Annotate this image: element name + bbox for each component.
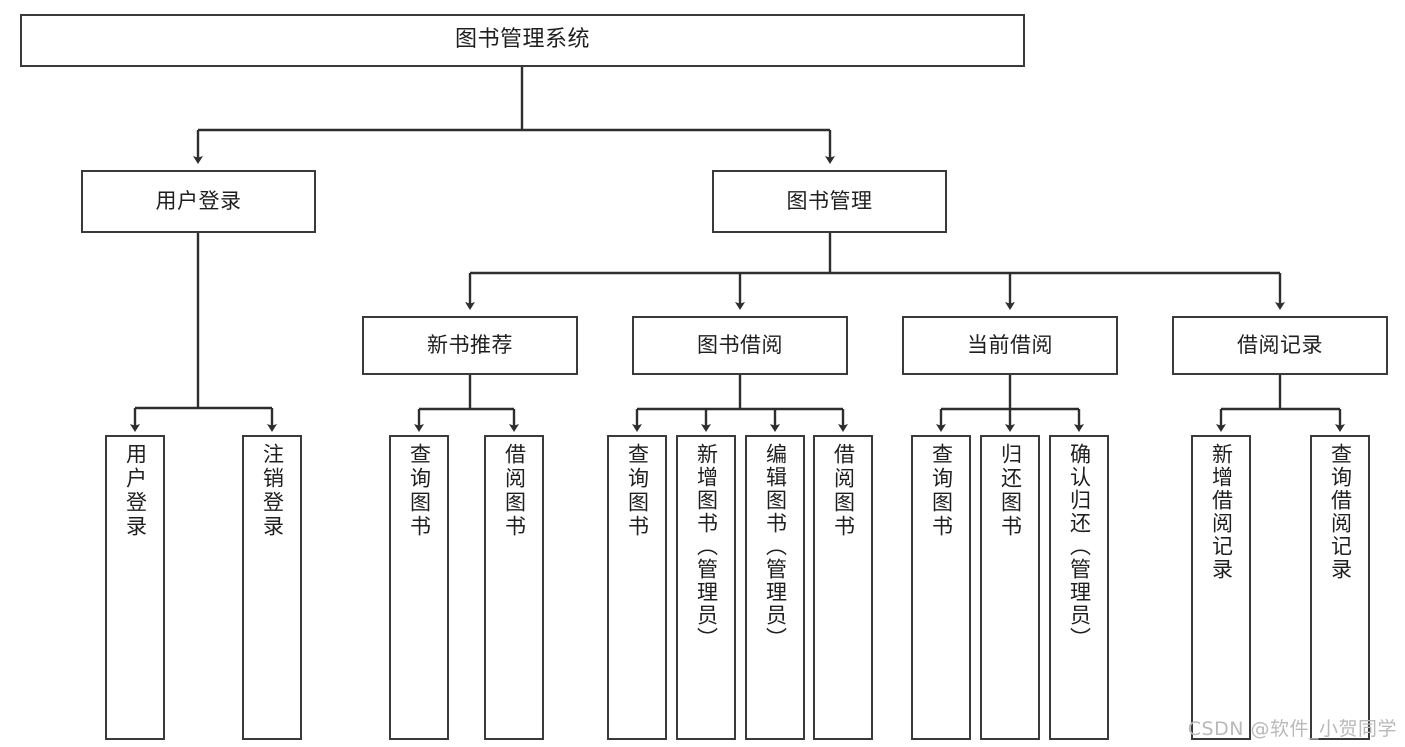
node-book-borrow[interactable]: 图书借阅 [632,316,848,375]
leaf-borrow-edit-book-admin[interactable]: 编辑图书（管理员） [745,435,805,740]
csdn-watermark: CSDN @软件_小贺同学 [1187,718,1397,740]
node-label: 图书借阅 [697,332,783,357]
leaf-new-book-borrow[interactable]: 借阅图书 [484,435,544,740]
leaf-borrow-add-book-admin[interactable]: 新增图书（管理员） [676,435,736,740]
leaf-current-return-book[interactable]: 归还图书 [980,435,1040,740]
node-new-book-recommend[interactable]: 新书推荐 [362,316,578,375]
node-label: 用户登录 [123,443,148,539]
leaf-current-confirm-return-admin[interactable]: 确认归还（管理员） [1049,435,1109,740]
node-label: 查询图书 [929,443,954,539]
node-label: 确认归还（管理员） [1067,443,1092,650]
node-user-login[interactable]: 用户登录 [81,170,316,233]
node-label: 查询借阅记录 [1328,443,1353,581]
node-label: 编辑图书（管理员） [763,443,788,650]
node-label: 新增图书（管理员） [694,443,719,650]
leaf-borrow-borrow-book[interactable]: 借阅图书 [813,435,873,740]
node-root-system[interactable]: 图书管理系统 [20,14,1025,67]
leaf-user-login-logout[interactable]: 注销登录 [242,435,302,740]
node-label: 借阅记录 [1237,332,1323,357]
leaf-user-login-login[interactable]: 用户登录 [105,435,165,740]
node-label: 查询图书 [407,443,432,539]
node-label: 借阅图书 [502,443,527,539]
leaf-current-query-book[interactable]: 查询图书 [911,435,971,740]
leaf-new-book-query[interactable]: 查询图书 [389,435,449,740]
node-label: 借阅图书 [831,443,856,539]
node-label: 注销登录 [260,443,285,539]
node-label: 新增借阅记录 [1209,443,1234,581]
node-current-borrow[interactable]: 当前借阅 [902,316,1118,375]
node-label: 归还图书 [998,443,1023,539]
node-borrow-record[interactable]: 借阅记录 [1172,316,1388,375]
node-label: 图书管理系统 [454,27,590,53]
node-book-management[interactable]: 图书管理 [712,170,947,233]
node-label: 查询图书 [625,443,650,539]
node-label: 用户登录 [155,188,242,213]
leaf-record-add-record[interactable]: 新增借阅记录 [1191,435,1251,740]
node-label: 新书推荐 [427,332,513,357]
node-label: 当前借阅 [967,332,1053,357]
leaf-borrow-query-book[interactable]: 查询图书 [607,435,667,740]
leaf-record-query-record[interactable]: 查询借阅记录 [1310,435,1370,740]
node-label: 图书管理 [786,188,873,213]
